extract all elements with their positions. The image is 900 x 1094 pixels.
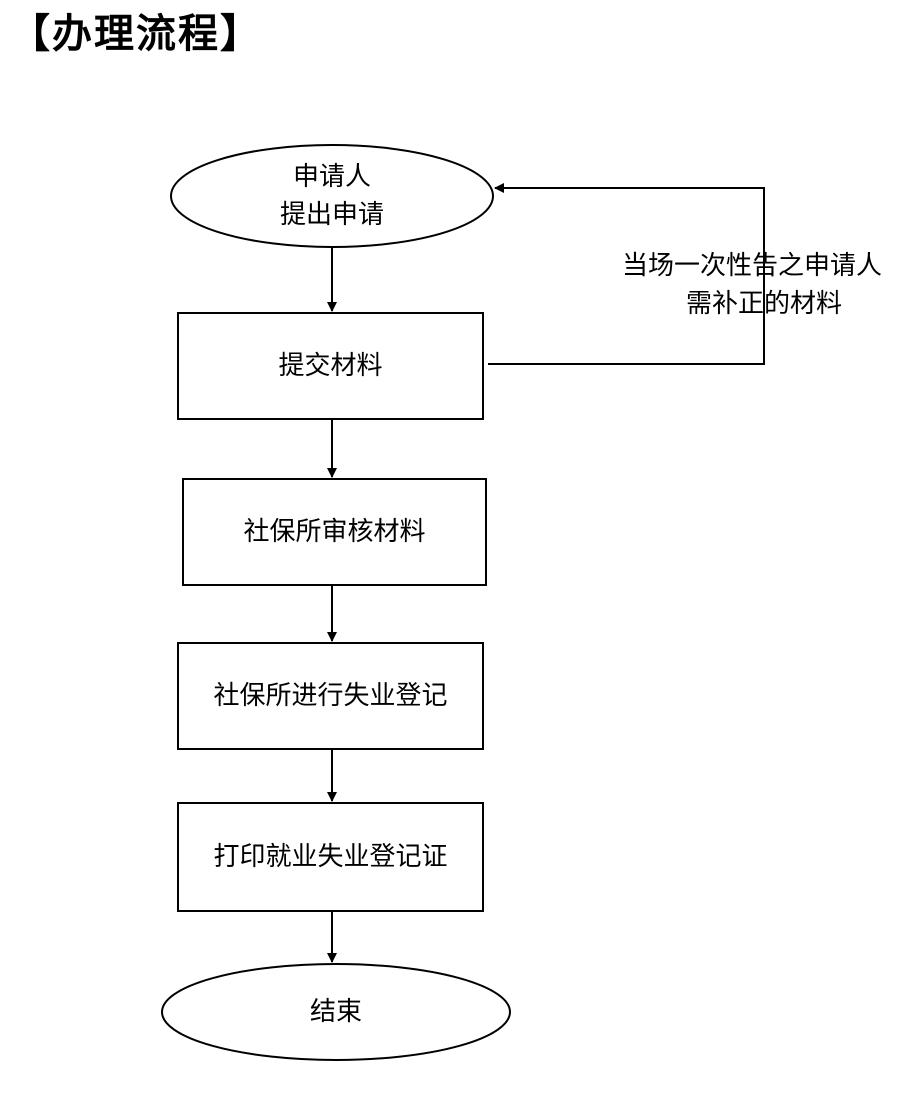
feedback-label: 当场一次性告之申请人 需补正的材料 — [622, 247, 882, 323]
review-node-label: 社保所审核材料 — [243, 517, 426, 547]
print-node-shape — [177, 802, 484, 912]
end-node-label: 结束 — [309, 997, 362, 1027]
start-node-label: 申请人 提出申请 — [171, 145, 493, 247]
feedback-loop-arrow — [488, 183, 765, 365]
print-node-label: 打印就业失业登记证 — [213, 842, 448, 872]
end-node-shape — [161, 963, 511, 1061]
submit-node-label: 提交材料 — [278, 351, 383, 381]
start-node-line1: 申请人 — [292, 162, 371, 192]
page-title: 【办理流程】 — [10, 10, 262, 57]
start-node-line2: 提出申请 — [279, 200, 384, 230]
register-node-shape — [177, 642, 484, 750]
submit-node-shape — [177, 312, 484, 420]
register-node-label: 社保所进行失业登记 — [213, 681, 448, 711]
feedback-line2: 需补正的材料 — [685, 289, 842, 319]
review-node-shape — [182, 478, 487, 586]
feedback-line1: 当场一次性告之申请人 — [621, 251, 882, 281]
